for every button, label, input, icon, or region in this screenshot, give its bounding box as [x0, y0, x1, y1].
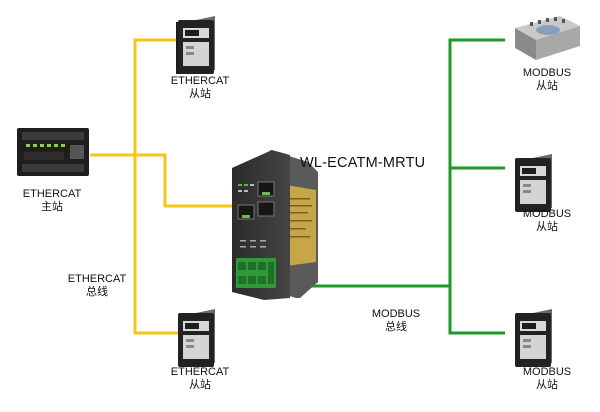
modbus-slave-bottom-icon — [515, 309, 552, 367]
gateway-device-icon — [232, 150, 318, 300]
modbus-slave-top-label: MODBUS 从站 — [515, 67, 579, 93]
ethercat-slave-bottom-label: ETHERCAT 从站 — [168, 366, 232, 392]
ethercat-slave-bottom-label-line2: 从站 — [189, 379, 211, 391]
modbus-slave-mid-label: MODBUS 从站 — [515, 208, 579, 234]
ethercat-slave-top-label-line1: ETHERCAT — [170, 75, 230, 87]
ethercat-master-label-line2: 主站 — [41, 201, 63, 213]
ethercat-slave-bottom-label-line1: ETHERCAT — [170, 366, 230, 378]
ethercat-master-plc-icon — [17, 128, 89, 176]
modbus-slave-top-label-line1: MODBUS — [522, 67, 572, 79]
ethercat-master-label-line1: ETHERCAT — [22, 188, 82, 200]
ethercat-master-label: ETHERCAT 主站 — [22, 188, 82, 214]
modbus-slave-top-label-line2: 从站 — [536, 80, 558, 92]
ethercat-gateway-link — [135, 153, 238, 208]
ethercat-slave-top-label-line2: 从站 — [189, 88, 211, 100]
ethercat-bus — [90, 38, 238, 335]
ethercat-bus-label-line1: ETHERCAT — [67, 273, 127, 285]
modbus-slave-mid-label-line2: 从站 — [536, 221, 558, 233]
modbus-slave-mid-icon — [515, 154, 552, 212]
ethercat-bus-label: ETHERCAT 总线 — [65, 273, 129, 299]
modbus-bus-label-line2: 总线 — [385, 321, 407, 333]
modbus-slave-mid-label-line1: MODBUS — [522, 208, 572, 220]
ethercat-slave-top-icon — [176, 16, 215, 74]
modbus-bus-label: MODBUS 总线 — [364, 308, 428, 334]
modbus-slave-bottom-label: MODBUS 从站 — [515, 366, 579, 392]
terminal-block-icon — [236, 258, 276, 288]
modbus-slave-bottom-label-line2: 从站 — [536, 379, 558, 391]
ethercat-slave-top-label: ETHERCAT 从站 — [168, 75, 232, 101]
modbus-bus-label-line1: MODBUS — [371, 308, 421, 320]
ethercat-bus-label-line2: 总线 — [86, 286, 108, 298]
modbus-slave-top-icon — [515, 16, 580, 60]
modbus-slave-bottom-label-line1: MODBUS — [522, 366, 572, 378]
ethercat-bus-trunk — [133, 38, 178, 335]
modbus-bus — [300, 38, 505, 335]
modbus-bus-trunk — [448, 38, 505, 335]
gateway-model-label: WL-ECATM-MRTU — [300, 155, 426, 171]
ethercat-slave-bottom-icon — [178, 309, 215, 367]
